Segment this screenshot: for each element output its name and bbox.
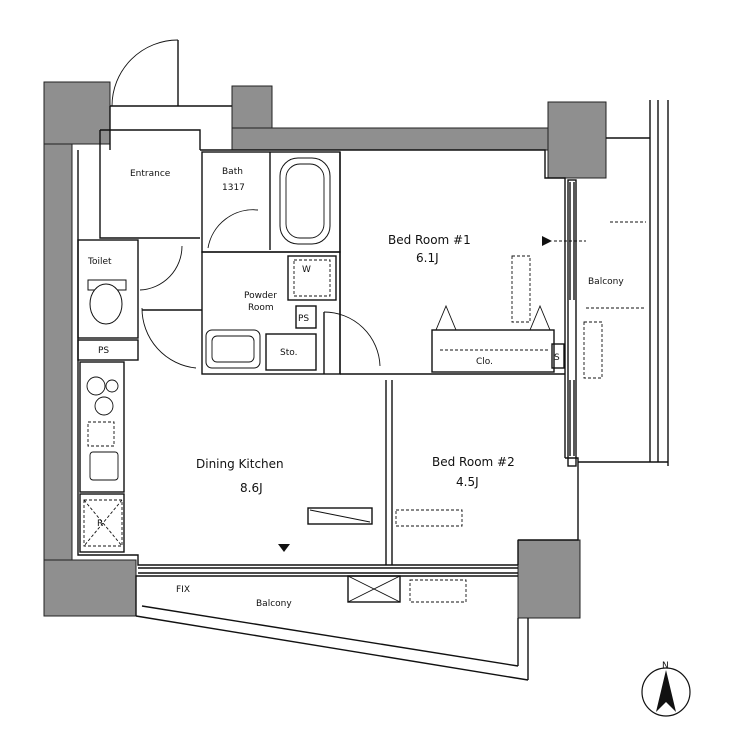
- windows: [138, 182, 575, 574]
- room-size-bed1: 6.1J: [416, 251, 439, 265]
- room-label-powder-2: Room: [248, 303, 274, 313]
- cooktop: [86, 376, 119, 416]
- room-label-bed1: Bed Room #1: [388, 233, 471, 247]
- bathtub: [279, 157, 331, 245]
- room-label-powder-1: Powder: [244, 291, 277, 301]
- label-ps-toilet: PS: [98, 346, 109, 356]
- label-ps-powder: PS: [298, 314, 309, 324]
- bed1-furniture: [511, 255, 531, 323]
- label-ps-small: S: [554, 353, 560, 363]
- toilet-fixture: [87, 279, 127, 325]
- closet: [431, 304, 555, 373]
- label-north: N: [662, 661, 669, 671]
- dk-table: [307, 507, 373, 525]
- exterior-walls: [43, 81, 607, 619]
- room-label-entrance: Entrance: [130, 169, 171, 179]
- label-washer: W: [302, 265, 311, 275]
- room-label-balcony-right: Balcony: [588, 277, 624, 287]
- bed2-furniture: [395, 509, 463, 527]
- label-refrigerator: R: [97, 519, 103, 529]
- balcony-right: [567, 100, 669, 467]
- room-label-bed2: Bed Room #2: [432, 455, 515, 469]
- entrance-door: [111, 39, 179, 107]
- room-label-dk: Dining Kitchen: [196, 457, 284, 471]
- room-label-balcony-bottom: Balcony: [256, 599, 292, 609]
- room-size-dk: 8.6J: [240, 481, 263, 495]
- room-size-bath: 1317: [222, 183, 245, 193]
- refrigerator-space: [83, 499, 123, 547]
- room-label-bath: Bath: [222, 167, 243, 177]
- room-label-toilet: Toilet: [87, 257, 112, 267]
- label-storage: Sto.: [280, 348, 297, 358]
- balcony-bottom: [135, 575, 529, 681]
- north-compass-icon: N: [641, 661, 691, 717]
- room-size-bed2: 4.5J: [456, 475, 479, 489]
- label-closet: Clo.: [476, 357, 493, 367]
- washer-space: [287, 255, 337, 301]
- label-fix: FIX: [176, 585, 190, 595]
- interior-walls: [77, 105, 579, 566]
